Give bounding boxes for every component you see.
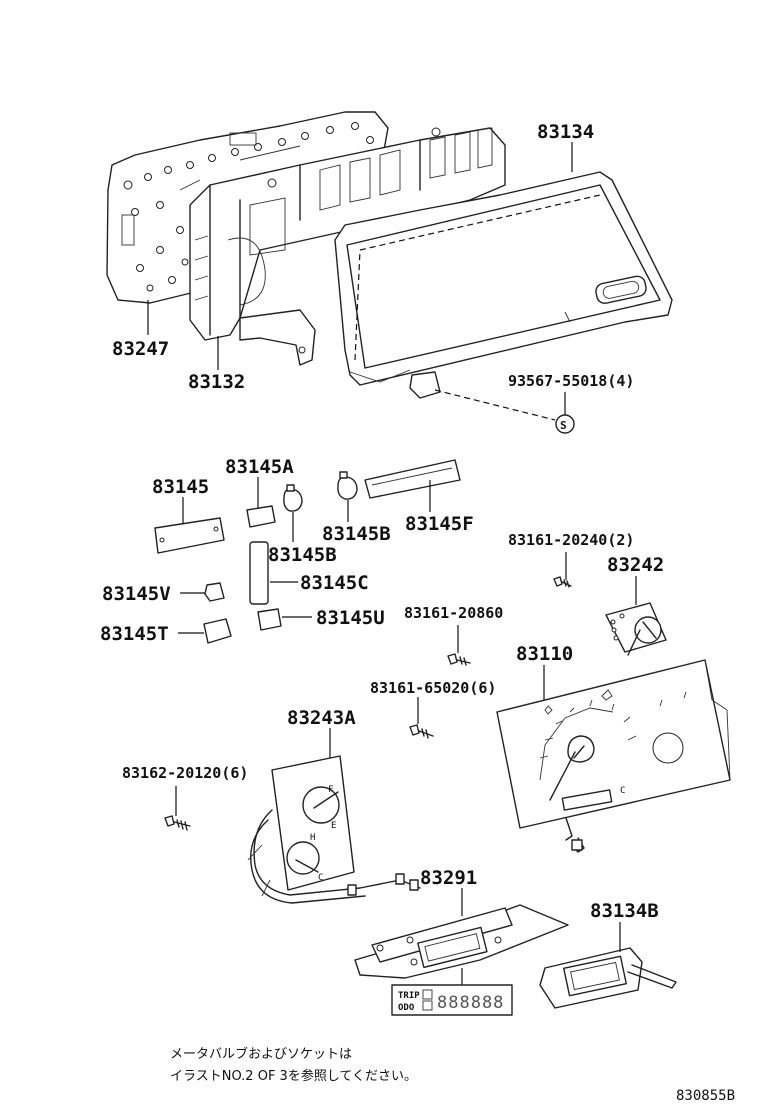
part-83145B-cap-right <box>337 471 358 522</box>
gauge-letter-e: E <box>331 821 336 831</box>
part-83145T-block <box>178 618 232 644</box>
part-83145V-cap <box>180 582 225 602</box>
part-83134B-sub-meter <box>539 922 677 1009</box>
note-line-2: イラストNO.2 OF 3を参照してください。 <box>170 1068 417 1084</box>
screw-83161-20860 <box>447 625 471 666</box>
label-83145A: 83145A <box>225 456 294 478</box>
screw-83162-20120 <box>164 786 191 831</box>
part-83132-meter-case <box>189 127 506 366</box>
part-83145U-block <box>257 608 312 631</box>
label-83145T: 83145T <box>100 623 169 645</box>
part-83110-dial-plate <box>496 659 731 853</box>
label-83132: 83132 <box>188 371 245 393</box>
lcd-odo-label: ODO <box>398 1003 415 1013</box>
part-83145B-cap-left <box>283 484 303 542</box>
label-83134: 83134 <box>537 121 594 143</box>
label-83145F: 83145F <box>405 513 474 535</box>
label-83134B: 83134B <box>590 900 659 922</box>
label-83161-20860: 83161-20860 <box>404 604 503 622</box>
part-83291-odometer-board <box>354 888 569 985</box>
part-83145C-strip <box>249 541 298 605</box>
part-83242-gauge <box>605 576 667 656</box>
label-83243A: 83243A <box>287 707 356 729</box>
gauge-letter-h: H <box>310 833 315 843</box>
label-83162-20120: 83162-20120(6) <box>122 764 248 782</box>
part-83145-plate <box>154 497 225 554</box>
label-83161-20240: 83161-20240(2) <box>508 531 634 549</box>
screw-83161-20240 <box>553 552 572 588</box>
screw-83161-65020 <box>409 697 434 739</box>
lcd-inset: TRIP ODO 888888 <box>391 984 513 1016</box>
gauge-letter-c-temp: C <box>318 873 323 883</box>
label-83145V: 83145V <box>102 583 171 605</box>
screw-mark-letter: S <box>560 419 567 432</box>
label-83145B-top: 83145B <box>322 523 391 545</box>
part-83145A-plate <box>246 477 276 528</box>
label-83247: 83247 <box>112 338 169 360</box>
label-83110: 83110 <box>516 643 573 665</box>
label-93567-55018: 93567-55018(4) <box>508 372 634 390</box>
label-83161-65020: 83161-65020(6) <box>370 679 496 697</box>
part-83247-circuit-plate <box>106 111 389 304</box>
part-83243A-gauge-assy <box>247 728 421 904</box>
label-83242: 83242 <box>607 554 664 576</box>
gauge-letter-c-main: C <box>620 786 625 796</box>
part-83134-meter-glass <box>334 171 673 399</box>
lcd-trip-label: TRIP <box>398 991 420 1001</box>
label-83145: 83145 <box>152 476 209 498</box>
label-83291: 83291 <box>420 867 477 889</box>
label-83145B-bottom: 83145B <box>268 544 337 566</box>
lcd-digits: 888888 <box>437 993 504 1013</box>
label-83145U: 83145U <box>316 607 385 629</box>
leader-screw-dash <box>434 389 556 421</box>
note-line-1: メータバルブおよびソケットは <box>170 1046 352 1062</box>
screw-symbol <box>555 414 575 434</box>
label-83145C: 83145C <box>300 572 369 594</box>
part-83145F-plate <box>364 459 461 512</box>
gauge-letter-f: F <box>328 785 333 795</box>
diagram-code: 830855B <box>676 1088 735 1104</box>
